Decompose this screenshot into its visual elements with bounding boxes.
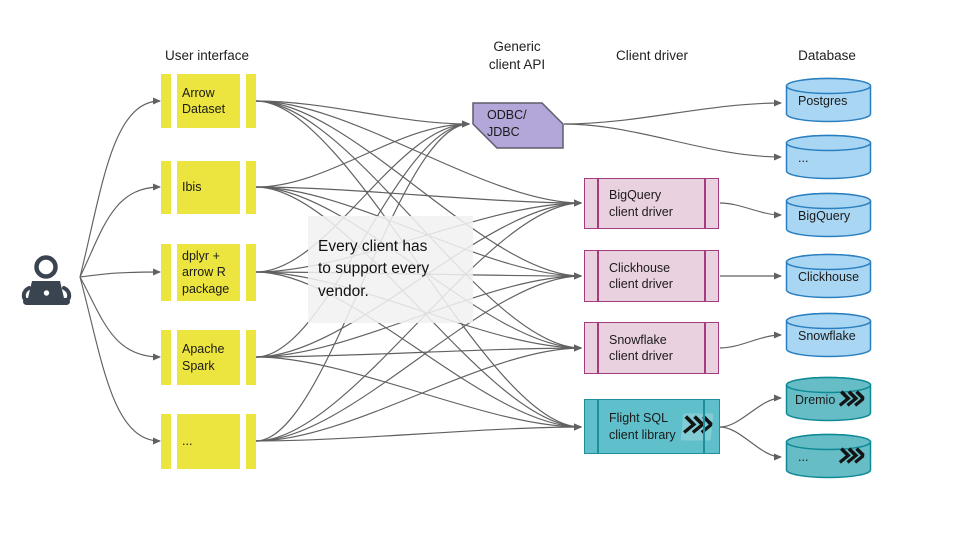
note-every-client: Every client has to support every vendor… xyxy=(308,216,473,323)
node-db-snowflake: Snowflake xyxy=(785,312,872,358)
node-label: Snowflake xyxy=(798,328,856,343)
note-text: Every client has to support every vendor… xyxy=(318,237,430,300)
node-db-ellipsis-blue: ... xyxy=(785,134,872,180)
connector-dplyr-to-odbc xyxy=(255,120,470,273)
node-db-dremio: Dremio xyxy=(785,376,872,422)
node-label: Ibis xyxy=(182,180,202,195)
cylinder-shape xyxy=(785,433,872,479)
node-label: Arrow Dataset xyxy=(182,85,226,117)
fast-forward-icon xyxy=(680,413,715,440)
connector-ibis-to-drv_bigquery xyxy=(255,186,582,207)
connector-dplyr-to-drv_flightsql xyxy=(255,271,582,431)
node-arrow-dataset: Arrow Dataset xyxy=(161,74,256,128)
node-odbc-jdbc-shape xyxy=(472,102,564,149)
connector-person-to-spark xyxy=(79,276,161,361)
connector-arrow_dataset-to-odbc xyxy=(255,100,470,128)
header-client-driver: Client driver xyxy=(615,48,689,63)
cylinder-shape xyxy=(785,192,872,238)
connector-spark-to-drv_flightsql xyxy=(255,356,582,431)
node-bigquery-driver: BigQuery client driver xyxy=(584,178,719,229)
connector-ui_more-to-drv_clickhouse xyxy=(255,272,582,442)
connector-arrow_dataset-to-drv_bigquery xyxy=(255,100,582,207)
node-db-ellipsis-teal: ... xyxy=(785,433,872,479)
connector-drv_flightsql-to-db_more_teal xyxy=(719,426,782,461)
node-flight-sql-library: Flight SQL client library xyxy=(584,399,720,454)
connector-person-to-dplyr xyxy=(79,268,161,278)
node-label: ... xyxy=(798,449,809,464)
cylinder-shape xyxy=(785,253,872,299)
cylinder-shape xyxy=(785,134,872,180)
node-snowflake-driver: Snowflake client driver xyxy=(584,322,719,374)
cylinder-shape xyxy=(785,77,872,123)
connector-spark-to-drv_snowflake xyxy=(255,344,582,358)
header-database: Database xyxy=(798,48,856,63)
connector-arrow_dataset-to-drv_clickhouse xyxy=(255,100,582,280)
node-ibis: Ibis xyxy=(161,161,256,214)
cylinder-shape xyxy=(785,312,872,358)
node-apache-spark: Apache Spark xyxy=(161,330,256,385)
connector-ui_more-to-drv_snowflake xyxy=(255,344,582,442)
connector-person-to-arrow_dataset xyxy=(79,97,161,278)
connector-drv_bigquery-to-db_bigquery xyxy=(719,202,782,219)
node-label: dplyr + arrow R package xyxy=(182,248,230,296)
node-db-clickhouse: Clickhouse xyxy=(785,253,872,299)
connector-odbc-to-db_postgres xyxy=(563,99,782,125)
user-laptop-icon xyxy=(20,250,82,323)
node-label: ... xyxy=(798,150,809,165)
node-label: Dremio xyxy=(795,392,836,407)
node-label: Clickhouse xyxy=(798,269,860,284)
connector-person-to-ibis xyxy=(79,183,161,278)
node-odbc-jdbc-label: ODBC/ JDBC xyxy=(487,108,527,139)
connector-odbc-to-db_more_blue xyxy=(563,123,782,161)
fast-forward-icon xyxy=(837,445,867,470)
node-clickhouse-driver: Clickhouse client driver xyxy=(584,250,719,302)
header-user-interface: User interface xyxy=(164,48,250,63)
header-generic-client-api: Generic client API xyxy=(488,39,546,73)
node-label: Clickhouse client driver xyxy=(609,260,673,292)
node-label: Flight SQL client library xyxy=(609,411,676,442)
connector-drv_flightsql-to-db_dremio xyxy=(719,394,782,428)
node-db-bigquery: BigQuery xyxy=(785,192,872,238)
node-label: BigQuery xyxy=(798,208,851,223)
connector-drv_snowflake-to-db_snowflake xyxy=(719,331,782,349)
connector-ibis-to-odbc xyxy=(255,120,470,188)
fast-forward-icon xyxy=(837,388,867,413)
connector-person-to-ui_more xyxy=(79,276,161,445)
cylinder-shape xyxy=(785,376,872,422)
node-label: BigQuery client driver xyxy=(609,188,673,219)
node-label: Postgres xyxy=(798,93,848,108)
connector-ui_more-to-drv_flightsql xyxy=(255,423,582,442)
node-dplyr-arrow-r: dplyr + arrow R package xyxy=(161,244,256,301)
node-label: ... xyxy=(182,434,193,449)
node-label: Apache Spark xyxy=(182,342,225,373)
node-label: Snowflake client driver xyxy=(609,332,673,364)
person-icon-svg xyxy=(21,255,72,305)
node-ui-ellipsis: ... xyxy=(161,414,256,469)
node-db-postgres: Postgres xyxy=(785,77,872,123)
